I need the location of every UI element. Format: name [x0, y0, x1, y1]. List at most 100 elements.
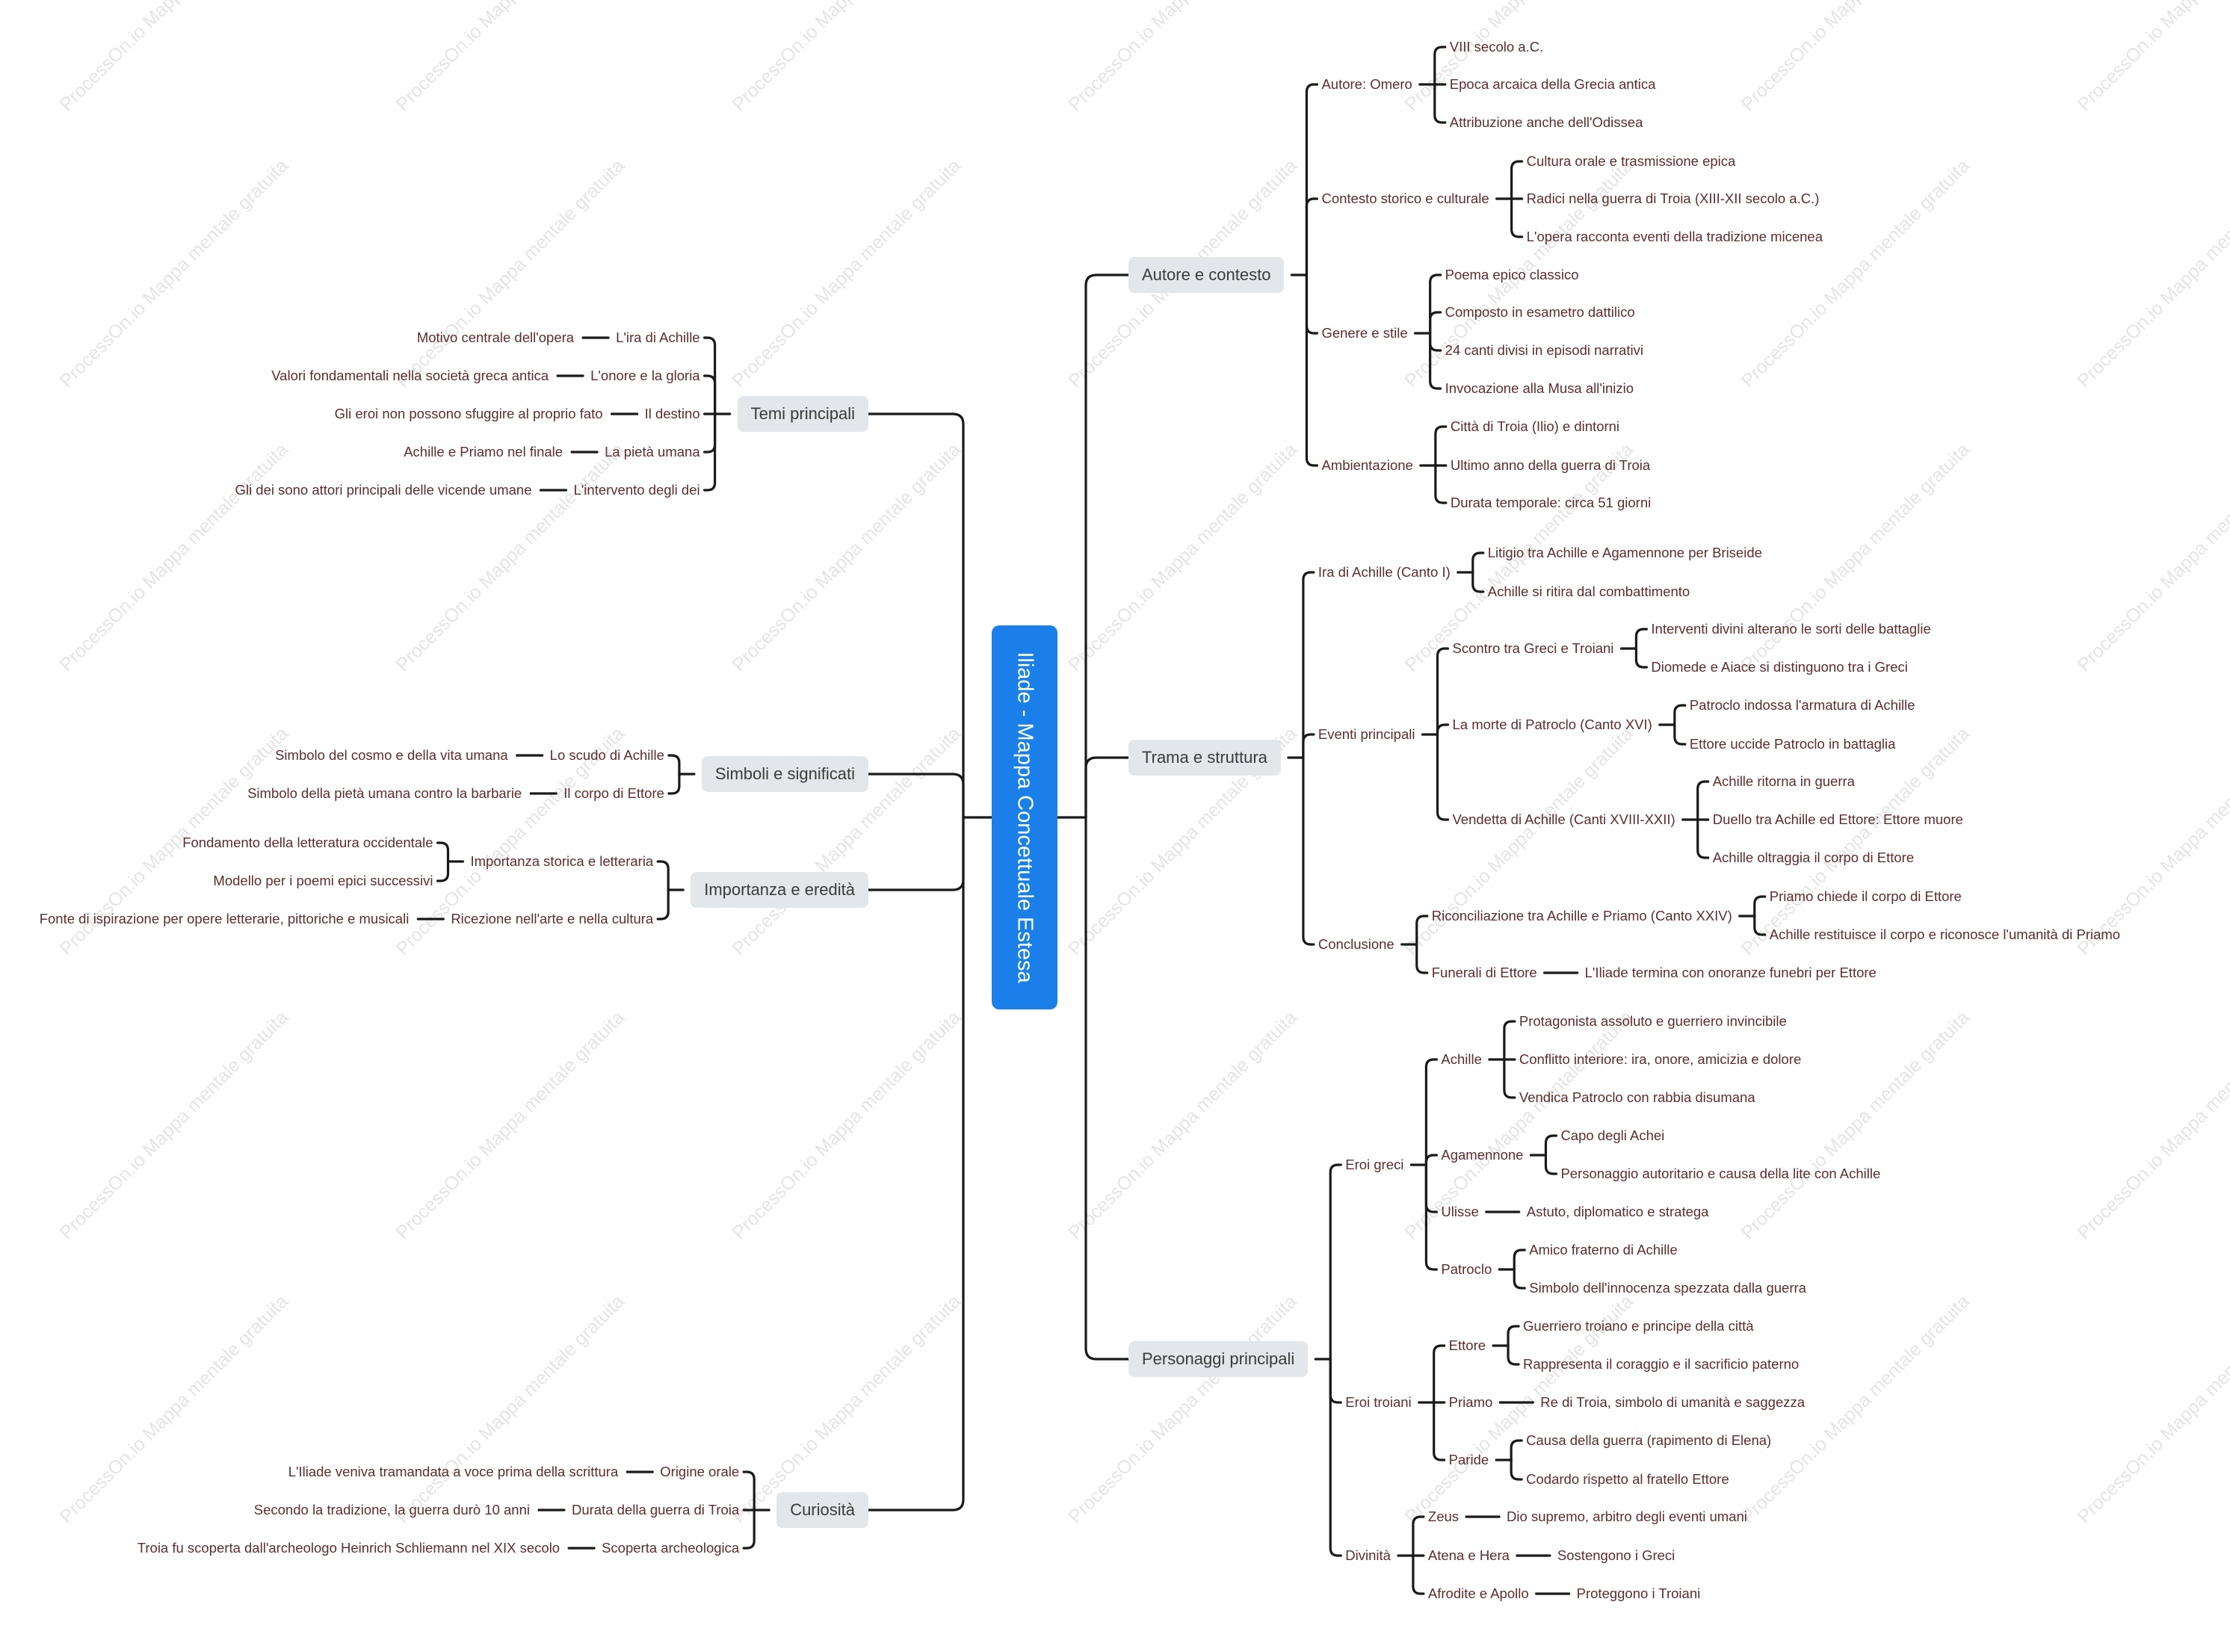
leaf-node[interactable]: Protagonista assoluto e guerriero invinc… [1519, 1012, 1787, 1029]
subtopic-node[interactable]: Ricezione nell'arte e nella cultura [451, 910, 654, 926]
main-branch-3[interactable]: Personaggi principali [1128, 1341, 1309, 1377]
subtopic-node[interactable]: L'onore e la gloria [590, 367, 700, 383]
leaf-node[interactable]: Achille restituisce il corpo e riconosce… [1769, 926, 2121, 942]
leaf-node[interactable]: Conflitto interiore: ira, onore, amicizi… [1519, 1051, 1802, 1067]
leaf-node[interactable]: Modello per i poemi epici successivi [213, 872, 433, 888]
detail-branch-node[interactable]: Atena e Hera [1427, 1547, 1510, 1563]
detail-branch-node[interactable]: Priamo [1448, 1393, 1493, 1410]
subtopic-node[interactable]: Il destino [644, 405, 700, 421]
leaf-node[interactable]: Achille si ritira dal combattimento [1487, 583, 1690, 599]
leaf-node[interactable]: Troia fu scoperta dall'archeologo Heinri… [137, 1539, 560, 1556]
leaf-node[interactable]: Gli dei sono attori principali delle vic… [235, 481, 532, 498]
leaf-node[interactable]: Simbolo della pietà umana contro la barb… [247, 785, 522, 801]
leaf-node[interactable]: Interventi divini alterano le sorti dell… [1651, 620, 1931, 637]
subtopic-node[interactable]: Contesto storico e culturale [1321, 190, 1489, 206]
detail-branch-node[interactable]: Zeus [1427, 1508, 1460, 1524]
leaf-node[interactable]: Ettore uccide Patroclo in battaglia [1689, 735, 1896, 752]
leaf-node[interactable]: Ultimo anno della guerra di Troia [1450, 457, 1651, 473]
leaf-node[interactable]: Città di Troia (Ilio) e dintorni [1450, 418, 1620, 434]
leaf-node[interactable]: Simbolo dell'innocenza spezzata dalla gu… [1529, 1279, 1806, 1296]
subtopic-node[interactable]: Ira di Achille (Canto I) [1318, 563, 1451, 580]
leaf-node[interactable]: Personaggio autoritario e causa della li… [1560, 1165, 1881, 1181]
subtopic-node[interactable]: Scoperta archeologica [602, 1539, 740, 1556]
leaf-node[interactable]: Secondo la tradizione, la guerra durò 10… [253, 1501, 530, 1518]
subtopic-node[interactable]: La pietà umana [605, 443, 700, 460]
leaf-node[interactable]: 24 canti divisi in episodi narrativi [1445, 341, 1643, 358]
subtopic-node[interactable]: Ambientazione [1321, 457, 1413, 473]
main-branch-7[interactable]: Curiosità [776, 1492, 868, 1528]
leaf-node[interactable]: Guerriero troiano e principe della città [1523, 1317, 1754, 1334]
leaf-node[interactable]: L'opera racconta eventi della tradizione… [1526, 228, 1823, 244]
leaf-node[interactable]: Gli eroi non possono sfuggire al proprio… [334, 405, 603, 421]
leaf-node[interactable]: Motivo centrale dell'opera [416, 329, 575, 345]
leaf-node[interactable]: Rappresenta il coraggio e il sacrificio … [1523, 1355, 1800, 1372]
subtopic-node[interactable]: Durata della guerra di Troia [572, 1501, 740, 1518]
leaf-node[interactable]: Valori fondamentali nella società greca … [271, 367, 549, 383]
detail-branch-node[interactable]: Afrodite e Apollo [1427, 1585, 1529, 1601]
leaf-node[interactable]: Achille e Priamo nel finale [404, 443, 563, 460]
subtopic-node[interactable]: Eroi greci [1345, 1156, 1404, 1172]
leaf-node[interactable]: L'Iliade veniva tramandata a voce prima … [288, 1463, 619, 1479]
leaf-node[interactable]: Diomede e Aiace si distinguono tra i Gre… [1651, 658, 1908, 675]
detail-branch-node[interactable]: Achille [1441, 1051, 1482, 1067]
detail-branch-node[interactable]: La morte di Patroclo (Canto XVI) [1452, 716, 1652, 732]
leaf-node[interactable]: Simbolo del cosmo e della vita umana [275, 746, 508, 763]
leaf-node[interactable]: Radici nella guerra di Troia (XIII-XII s… [1526, 190, 1820, 206]
leaf-node[interactable]: Patroclo indossa l'armatura di Achille [1689, 696, 1915, 713]
leaf-node[interactable]: Dio supremo, arbitro degli eventi umani [1507, 1508, 1747, 1524]
connector-line [1302, 733, 1315, 759]
leaf-node[interactable]: Duello tra Achille ed Ettore: Ettore muo… [1712, 811, 1963, 827]
leaf-node[interactable]: Amico fraterno di Achille [1529, 1241, 1678, 1257]
leaf-node[interactable]: Proteggono i Troiani [1576, 1585, 1701, 1601]
detail-branch-node[interactable]: Ettore [1448, 1337, 1486, 1353]
leaf-node[interactable]: Litigio tra Achille e Agamennone per Bri… [1487, 544, 1762, 560]
leaf-node[interactable]: Composto in esametro dattilico [1445, 303, 1635, 320]
leaf-node[interactable]: VIII secolo a.C. [1449, 38, 1544, 55]
leaf-node[interactable]: L'Iliade termina con onoranze funebri pe… [1584, 964, 1877, 980]
leaf-node[interactable]: Priamo chiede il corpo di Ettore [1769, 888, 1962, 904]
subtopic-node[interactable]: Conclusione [1318, 935, 1394, 952]
leaf-node[interactable]: Re di Troia, simbolo di umanità e saggez… [1540, 1393, 1806, 1410]
main-branch-5[interactable]: Simboli e significati [701, 756, 868, 792]
detail-branch-node[interactable]: Riconciliazione tra Achille e Priamo (Ca… [1431, 907, 1732, 924]
leaf-node[interactable]: Invocazione alla Musa all'inizio [1445, 380, 1634, 396]
detail-branch-node[interactable]: Scontro tra Greci e Troiani [1452, 640, 1614, 656]
root-node[interactable]: Iliade - Mappa Concettuale Estesa [992, 625, 1057, 1009]
detail-branch-node[interactable]: Agamennone [1441, 1146, 1524, 1163]
subtopic-node[interactable]: Eroi troiani [1345, 1393, 1412, 1410]
leaf-node[interactable]: Sostengono i Greci [1557, 1547, 1675, 1563]
subtopic-node[interactable]: Autore: Omero [1321, 75, 1412, 92]
detail-branch-node[interactable]: Funerali di Ettore [1431, 964, 1537, 980]
subtopic-node[interactable]: Importanza storica e letteraria [470, 853, 654, 869]
leaf-node[interactable]: Capo degli Achei [1560, 1127, 1665, 1143]
subtopic-node[interactable]: L'ira di Achille [616, 329, 700, 345]
main-branch-4[interactable]: Temi principali [737, 396, 868, 432]
main-branch-2[interactable]: Trama e struttura [1128, 740, 1281, 776]
leaf-node[interactable]: Causa della guerra (rapimento di Elena) [1526, 1432, 1772, 1448]
subtopic-node[interactable]: Il corpo di Ettore [563, 785, 664, 801]
leaf-node[interactable]: Achille oltraggia il corpo di Ettore [1712, 849, 1915, 865]
detail-branch-node[interactable]: Paride [1448, 1451, 1489, 1467]
leaf-node[interactable]: Codardo rispetto al fratello Ettore [1526, 1470, 1729, 1487]
detail-branch-node[interactable]: Ulisse [1441, 1203, 1479, 1219]
main-branch-1[interactable]: Autore e contesto [1128, 257, 1285, 293]
leaf-node[interactable]: Fondamento della letteratura occidentale [182, 834, 433, 850]
main-branch-6[interactable]: Importanza e eredità [691, 872, 868, 908]
detail-branch-node[interactable]: Vendetta di Achille (Canti XVIII-XXII) [1452, 811, 1675, 827]
subtopic-node[interactable]: Lo scudo di Achille [549, 746, 664, 763]
detail-branch-node[interactable]: Patroclo [1441, 1260, 1492, 1277]
leaf-node[interactable]: Achille ritorna in guerra [1712, 773, 1855, 789]
leaf-node[interactable]: Vendica Patroclo con rabbia disumana [1519, 1089, 1755, 1105]
subtopic-node[interactable]: L'intervento degli dei [573, 481, 700, 498]
subtopic-node[interactable]: Origine orale [660, 1463, 740, 1479]
leaf-node[interactable]: Poema epico classico [1445, 266, 1579, 282]
leaf-node[interactable]: Cultura orale e trasmissione epica [1526, 152, 1736, 169]
leaf-node[interactable]: Epoca arcaica della Grecia antica [1449, 75, 1656, 92]
leaf-node[interactable]: Astuto, diplomatico e stratega [1526, 1203, 1709, 1219]
subtopic-node[interactable]: Divinità [1345, 1547, 1391, 1563]
subtopic-node[interactable]: Genere e stile [1321, 324, 1408, 341]
leaf-node[interactable]: Fonte di ispirazione per opere letterari… [39, 910, 410, 926]
leaf-node[interactable]: Durata temporale: circa 51 giorni [1450, 494, 1652, 510]
leaf-node[interactable]: Attribuzione anche dell'Odissea [1449, 114, 1643, 130]
subtopic-node[interactable]: Eventi principali [1318, 726, 1415, 742]
